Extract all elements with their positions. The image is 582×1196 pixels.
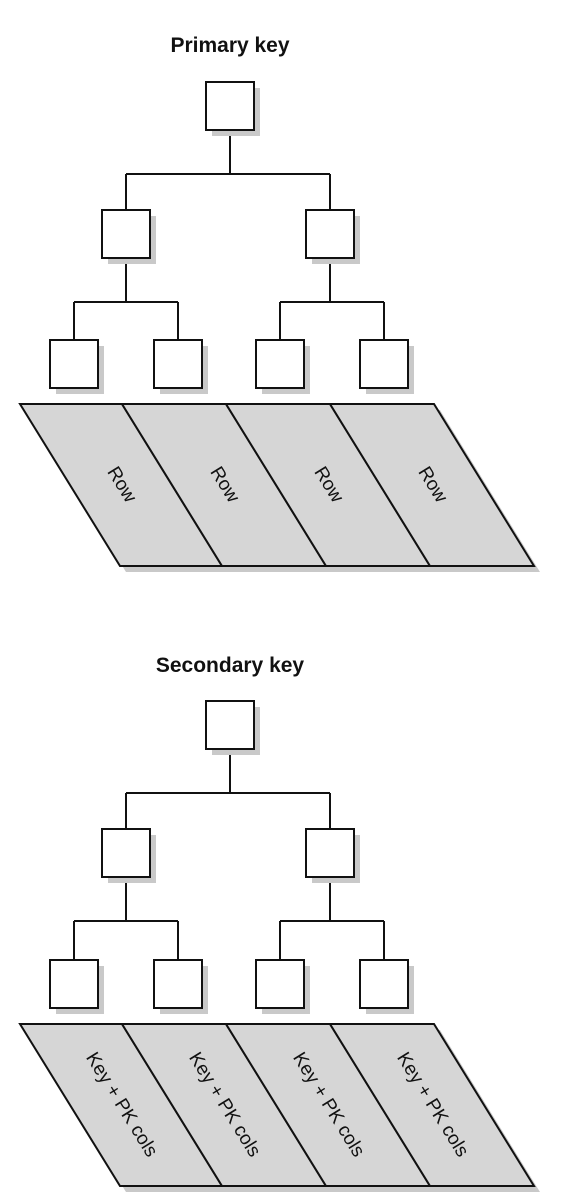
secondary-key-title: Secondary key [156, 654, 305, 677]
secondary-key-root-node [205, 700, 255, 750]
secondary-key-internal-node-2 [305, 828, 355, 878]
primary-key-leaf-node-1 [49, 339, 99, 389]
secondary-key-root-edges [125, 749, 331, 829]
secondary-key-internal-node-1 [101, 828, 151, 878]
primary-key-leaf-node-4 [359, 339, 409, 389]
secondary-key-leaf-node-2 [153, 959, 203, 1009]
primary-key-leaf-node-3 [255, 339, 305, 389]
primary-key-root-node [205, 81, 255, 131]
primary-key-branch-edges-2 [279, 258, 385, 340]
secondary-key-leaf-page-4 [328, 1023, 536, 1187]
secondary-key-leaf-node-4 [359, 959, 409, 1009]
primary-key-internal-node-2 [305, 209, 355, 259]
primary-key-branch-edges-1 [73, 258, 179, 340]
secondary-key-branch-edges-1 [73, 877, 179, 960]
secondary-key-branch-edges-2 [279, 877, 385, 960]
primary-key-root-edges [125, 130, 331, 210]
secondary-key-leaf-node-3 [255, 959, 305, 1009]
secondary-key-leaf-node-1 [49, 959, 99, 1009]
primary-key-internal-node-1 [101, 209, 151, 259]
primary-key-title: Primary key [170, 34, 289, 57]
primary-key-leaf-node-2 [153, 339, 203, 389]
primary-key-leaf-page-4 [328, 403, 536, 567]
